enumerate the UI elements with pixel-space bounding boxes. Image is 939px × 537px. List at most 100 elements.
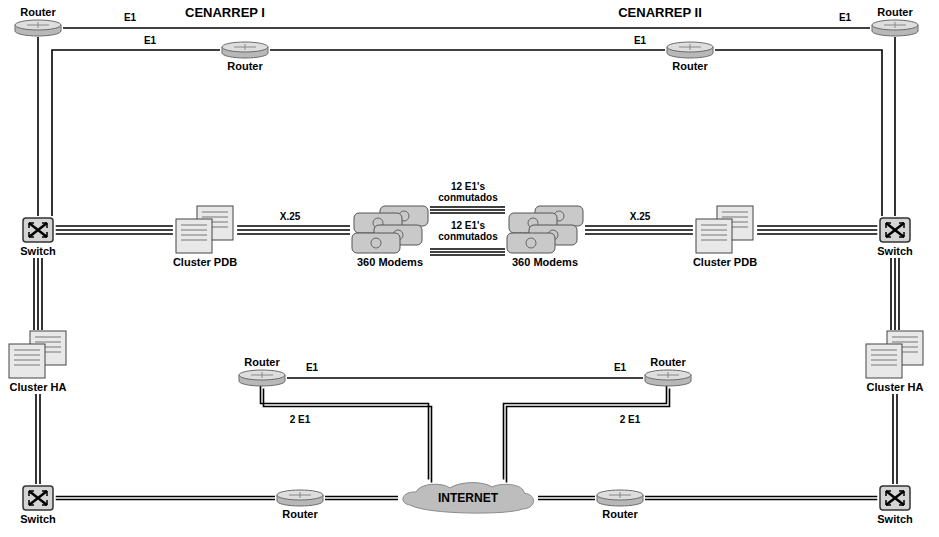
device-label: Router [877,5,912,19]
router-icon [665,41,715,59]
router-device: Router [13,5,63,37]
parallel-line [757,229,877,231]
link-line [892,394,894,484]
link-label: E1 [632,35,648,46]
router-icon [275,489,325,507]
modems-icon [505,205,585,255]
link-label: E1 [837,12,853,23]
parallel-line [430,251,505,253]
device-label: Cluster HA [10,380,67,394]
switch-device: Switch [877,216,912,258]
router-device: Router [643,355,693,387]
router-icon [220,41,270,59]
device-label: INTERNET [438,491,498,505]
router-device: Router [220,41,270,73]
site-title: CENARREP II [616,5,704,20]
parallel-line [430,209,505,211]
device-label: Router [650,355,685,369]
switch-device: Switch [20,216,55,258]
parallel-line [41,258,43,330]
cluster-icon [695,205,755,255]
link-line [757,225,877,227]
cluster-device: Cluster PDB [173,205,237,269]
parallel-line [325,499,398,501]
router-icon [643,369,693,387]
link-label: 2 E1 [288,414,313,425]
router-icon [595,489,645,507]
router-icon [237,369,287,387]
parallel-line [896,394,898,484]
modems-icon [350,205,430,255]
link-line [585,225,693,227]
router-device: Router [665,41,715,73]
link-label: X.25 [278,211,303,222]
parallel-line [538,499,595,501]
link-line [261,386,429,480]
parallel-line [264,389,432,483]
parallel-line [645,499,877,501]
link-line [504,386,667,480]
device-label: Router [20,5,55,19]
device-label: Router [244,355,279,369]
device-label: Cluster PDB [173,255,237,269]
parallel-line [430,254,505,256]
link-line [715,50,882,216]
link-line [63,27,870,29]
link-line [894,37,896,216]
parallel-line [898,258,900,330]
parallel-line [237,229,350,231]
cluster-icon [865,330,925,380]
modems-device: 360 Modems [505,205,585,269]
router-device: Router [275,489,325,521]
router-icon [13,19,63,37]
link-line [33,258,35,330]
cloud-device: INTERNET [398,481,538,515]
parallel-line [757,233,877,235]
link-label: 12 E1's conmutados [433,220,503,242]
link-line [56,496,275,498]
device-label: Router [602,507,637,521]
device-label: Switch [877,512,912,526]
parallel-line [56,229,173,231]
link-label: E1 [142,35,158,46]
device-label: Switch [877,244,912,258]
device-label: Switch [20,512,55,526]
site-title: CENARREP I [183,5,267,20]
switch-icon [878,484,912,512]
link-label: 2 E1 [618,414,643,425]
cluster-icon [175,205,235,255]
cluster-device: Cluster HA [8,330,68,394]
device-label: Switch [20,244,55,258]
link-line [325,496,398,498]
device-label: Router [227,59,262,73]
parallel-line [507,389,670,483]
link-line [645,496,877,498]
device-label: Cluster PDB [693,255,757,269]
router-device: Router [870,5,920,37]
parallel-line [56,233,173,235]
link-line [270,49,665,51]
device-label: 360 Modems [357,255,423,269]
switch-icon [21,216,55,244]
switch-device: Switch [20,484,55,526]
link-label: E1 [304,362,320,373]
link-label: 12 E1's conmutados [433,181,503,203]
router-device: Router [595,489,645,521]
router-device: Router [237,355,287,387]
device-label: Router [282,507,317,521]
cluster-device: Cluster HA [865,330,925,394]
link-line [890,258,892,330]
parallel-line [37,258,39,330]
link-label: E1 [612,362,628,373]
parallel-line [585,229,693,231]
switch-icon [878,216,912,244]
parallel-line [237,233,350,235]
link-line [430,248,505,250]
link-line [56,225,173,227]
parallel-line [430,212,505,214]
modems-device: 360 Modems [350,205,430,269]
link-line [538,496,595,498]
link-label: E1 [122,12,138,23]
